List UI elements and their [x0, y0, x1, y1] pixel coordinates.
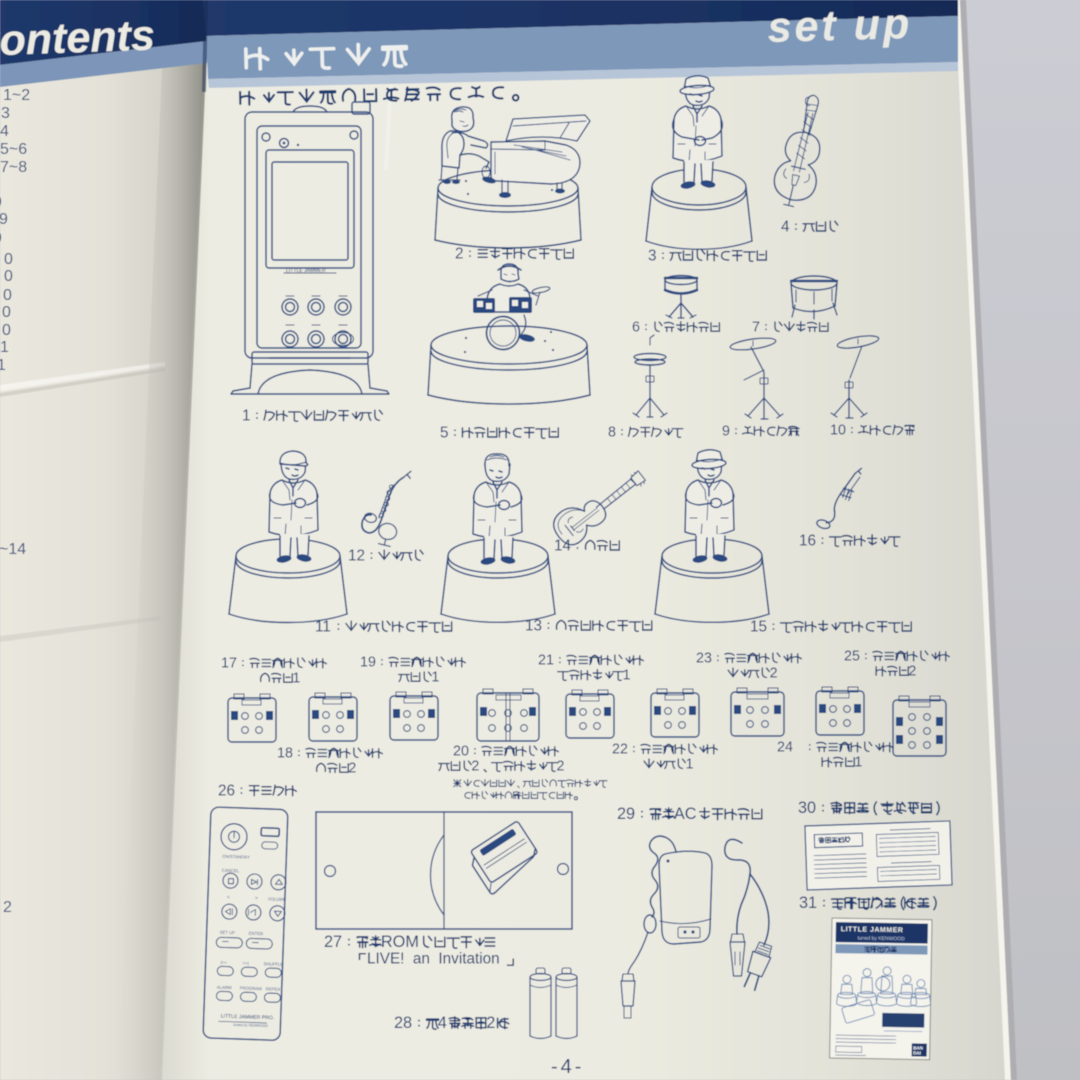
svg-text:<: < — [227, 895, 230, 901]
svg-text:1: 1 — [0, 357, 6, 374]
svg-text:LITTLE JAMMER: LITTLE JAMMER — [286, 268, 326, 274]
svg-text:0: 0 — [4, 268, 13, 285]
svg-text:22: 22 — [612, 742, 628, 758]
svg-text:23: 23 — [696, 651, 712, 667]
svg-text:ROM: ROM — [381, 933, 419, 951]
svg-text:9: 9 — [0, 230, 2, 247]
svg-text:1: 1 — [292, 671, 300, 687]
svg-text:AC: AC — [674, 805, 697, 823]
svg-text:15: 15 — [750, 618, 767, 635]
svg-text:27: 27 — [324, 933, 342, 951]
svg-text:25: 25 — [844, 649, 860, 665]
svg-text:1: 1 — [686, 757, 694, 773]
svg-text:tuned by KENWOOD: tuned by KENWOOD — [233, 1023, 268, 1028]
svg-text:SHUFFLE: SHUFFLE — [264, 961, 284, 967]
svg-text:3: 3 — [648, 247, 657, 264]
svg-text:20: 20 — [453, 744, 469, 760]
svg-text:1: 1 — [431, 670, 439, 686]
svg-text:tuned by KENWOOD: tuned by KENWOOD — [858, 935, 905, 942]
svg-text:LITTLE JAMMER PRO.: LITTLE JAMMER PRO. — [221, 1013, 275, 1021]
svg-text:0: 0 — [4, 251, 13, 268]
svg-text:6: 6 — [632, 320, 640, 336]
svg-text:CANCEL: CANCEL — [222, 868, 240, 874]
svg-text:21: 21 — [538, 653, 554, 669]
svg-text:-4-: -4- — [551, 1056, 584, 1078]
svg-text:2: 2 — [770, 666, 778, 682]
svg-text:14: 14 — [554, 537, 572, 554]
svg-text:12: 12 — [348, 547, 365, 564]
svg-text:1: 1 — [0, 339, 9, 356]
svg-text:7: 7 — [752, 320, 760, 336]
svg-text:3: 3 — [1, 105, 10, 122]
svg-text:ENTER: ENTER — [249, 931, 264, 937]
svg-text:1: 1 — [623, 668, 631, 684]
svg-text:1: 1 — [854, 755, 862, 771]
svg-text:0: 0 — [2, 304, 11, 321]
svg-text:4: 4 — [438, 1014, 447, 1032]
svg-text:16: 16 — [799, 532, 816, 549]
svg-text:2: 2 — [486, 1014, 495, 1032]
svg-text:ALARM: ALARM — [217, 985, 232, 991]
svg-text:2: 2 — [455, 245, 464, 262]
svg-text:24: 24 — [777, 740, 793, 756]
svg-text:BAN: BAN — [913, 1045, 923, 1050]
svg-text:5~6: 5~6 — [0, 141, 27, 158]
svg-text:9: 9 — [0, 211, 8, 228]
svg-text:13: 13 — [525, 617, 542, 634]
svg-text:ON/STANDBY: ON/STANDBY — [222, 854, 250, 860]
svg-text:4: 4 — [0, 123, 9, 140]
svg-text:DAI: DAI — [913, 1050, 921, 1055]
svg-text:7~8: 7~8 — [0, 159, 27, 176]
svg-text:8: 8 — [608, 425, 616, 441]
svg-text:1~2: 1~2 — [3, 87, 30, 104]
svg-text:17: 17 — [221, 656, 237, 672]
svg-text:set up: set up — [767, 0, 913, 52]
svg-text:>>|: >>| — [243, 961, 249, 966]
svg-text:1: 1 — [242, 407, 251, 424]
svg-text:10: 10 — [830, 423, 846, 439]
svg-text:0: 0 — [2, 322, 11, 339]
svg-text:26: 26 — [218, 782, 235, 799]
svg-text:2: 2 — [557, 759, 565, 775]
svg-text:9: 9 — [722, 424, 730, 440]
svg-text:31: 31 — [799, 894, 817, 912]
svg-text:11: 11 — [315, 618, 331, 635]
svg-text:>: > — [255, 896, 258, 902]
svg-text:SET UP: SET UP — [220, 930, 236, 936]
svg-text:18: 18 — [277, 746, 293, 762]
svg-text:2: 2 — [908, 664, 916, 680]
svg-text:2: 2 — [348, 761, 356, 777]
svg-text:30: 30 — [798, 799, 816, 817]
svg-text:2: 2 — [471, 759, 479, 775]
svg-text:0: 0 — [3, 287, 12, 304]
svg-text:5: 5 — [440, 424, 449, 441]
svg-text:29: 29 — [617, 805, 635, 823]
svg-text:LITTLE JAMMER: LITTLE JAMMER — [841, 926, 904, 934]
svg-text:28: 28 — [394, 1014, 412, 1032]
svg-text:~14: ~14 — [0, 541, 26, 558]
svg-text:LIVE! an Invitation: LIVE! an Invitation — [367, 950, 504, 967]
svg-text:9: 9 — [0, 194, 2, 211]
svg-text:|<<: |<< — [221, 960, 228, 965]
svg-text:2: 2 — [3, 899, 12, 916]
svg-text:4: 4 — [781, 218, 790, 235]
svg-text:Contents: Contents — [0, 12, 156, 66]
svg-text:REPEAT: REPEAT — [266, 986, 283, 992]
svg-text:PROGRAM: PROGRAM — [240, 985, 263, 991]
svg-text:19: 19 — [360, 655, 376, 671]
svg-text:VOLUME: VOLUME — [268, 896, 286, 902]
